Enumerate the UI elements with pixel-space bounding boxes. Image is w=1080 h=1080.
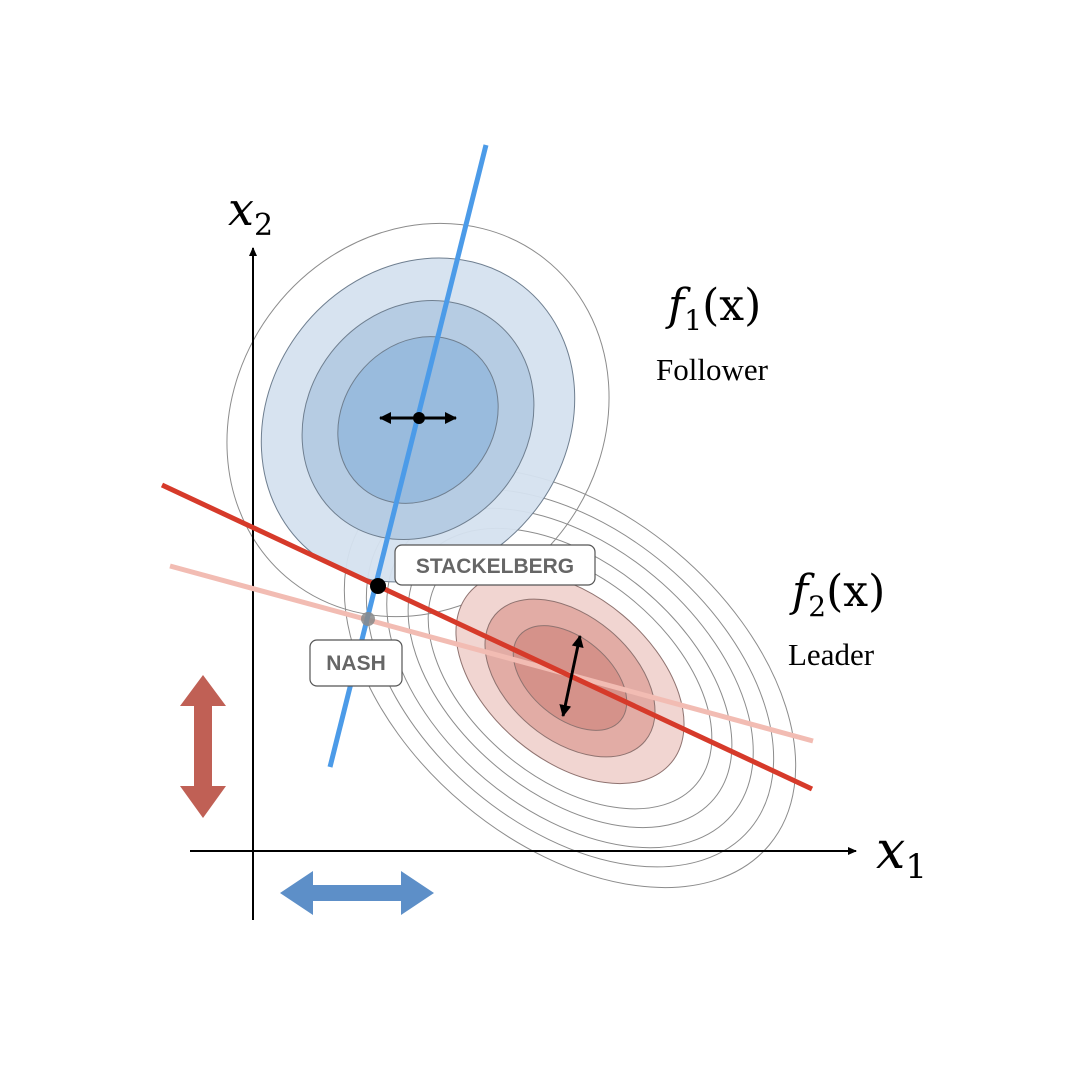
follower-optimum-point (413, 412, 425, 424)
x-axis-label: x1 (876, 821, 927, 887)
nash-label: NASH (309, 639, 403, 687)
leader-role-label: Leader (788, 637, 875, 672)
stackelberg-label-box (394, 544, 596, 586)
follower-move-arrow-icon (280, 871, 434, 915)
leader-move-arrow-icon (180, 675, 226, 818)
nash-point (361, 612, 375, 626)
follower-function-label: f1(x) (665, 280, 761, 337)
follower-role-label: Follower (656, 352, 769, 387)
follower-contour-ring (226, 222, 610, 618)
nash-label-box (309, 639, 403, 687)
stackelberg-point (370, 578, 386, 594)
leader-optimum-marker (559, 635, 584, 717)
leader-reaction-line (160, 482, 814, 792)
stackelberg-label-text: STACKELBERG (416, 555, 574, 578)
nash-label-text: NASH (326, 652, 386, 675)
leader-function-label: f2(x) (789, 566, 885, 623)
stackelberg-label: STACKELBERG (394, 544, 596, 586)
nash-reaction-line (169, 563, 814, 744)
follower-optimum-marker (379, 412, 457, 424)
double-arrow-vertical-icon (559, 635, 584, 717)
y-axis-label: x2 (228, 182, 273, 243)
